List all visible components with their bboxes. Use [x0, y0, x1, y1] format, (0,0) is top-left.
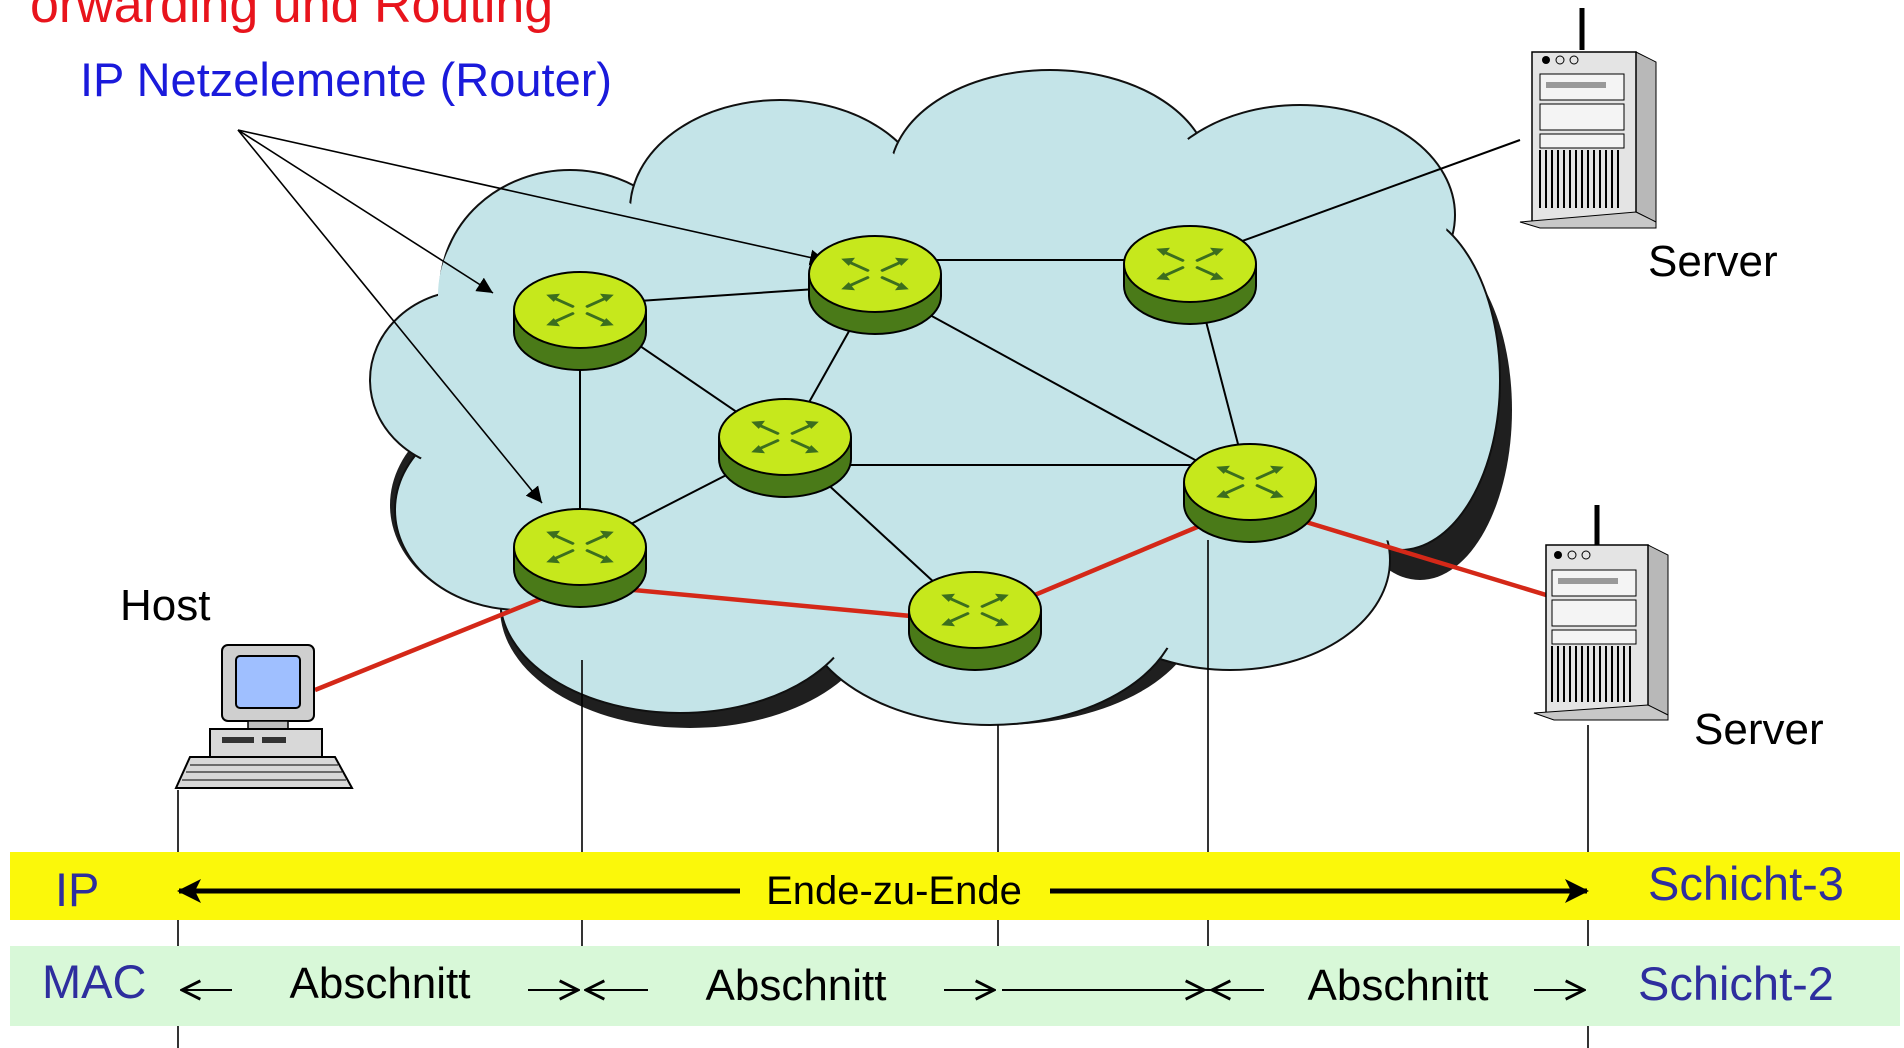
host-label: Host	[120, 581, 210, 630]
end-to-end-label: Ende-zu-Ende	[766, 869, 1022, 913]
server-top-icon	[1519, 8, 1657, 229]
server-bottom-icon	[1533, 505, 1669, 721]
slide-title: orwarding und Routing	[30, 0, 553, 34]
layer3-label: Schicht-3	[1648, 857, 1844, 910]
server-top-label: Server	[1648, 237, 1778, 286]
host-computer-icon	[174, 644, 354, 789]
router-5-icon	[513, 508, 647, 608]
mac-segment-label-2: Abschnitt	[706, 961, 887, 1010]
router-2-icon	[808, 235, 942, 335]
mac-layer-label: MAC	[42, 955, 146, 1008]
router-caption: IP Netzelemente (Router)	[80, 53, 612, 106]
layer2-label: Schicht-2	[1638, 957, 1834, 1010]
router-4-icon	[718, 398, 852, 498]
mac-segment-label-3: Abschnitt	[1308, 961, 1489, 1010]
server-bottom-label: Server	[1694, 705, 1824, 754]
router-1-icon	[513, 271, 647, 371]
mac-segment-label-1: Abschnitt	[290, 959, 471, 1008]
router-3-icon	[1123, 225, 1257, 325]
ip-layer-label: IP	[55, 863, 99, 916]
router-6-icon	[908, 571, 1042, 671]
router-7-icon	[1183, 443, 1317, 543]
router-callout-arrows	[237, 129, 827, 504]
